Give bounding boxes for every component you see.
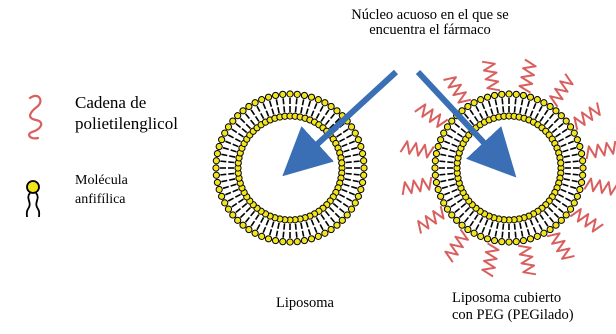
arrow-to-liposome-core	[300, 72, 396, 160]
liposome-label: Liposoma	[276, 296, 334, 311]
peg-chain	[570, 209, 603, 232]
peg-chain	[584, 179, 616, 195]
peg-chain	[444, 77, 471, 102]
legend-peg-label: Cadena de polietilenglicol	[75, 92, 178, 135]
peg-chain	[415, 104, 448, 127]
peg-liposome-line1: Liposoma cubierto	[452, 290, 574, 307]
peg-chain	[482, 243, 498, 276]
aqueous-core-label: Núcleo acuoso en el que se encuentra el …	[300, 8, 560, 38]
liposome	[213, 91, 367, 245]
peg-chain	[403, 177, 432, 195]
peg-chain-icon	[29, 96, 41, 139]
peg-liposome-line2: con PEG (PEGilado)	[452, 307, 574, 324]
legend-peg-line2: polietilenglicol	[75, 113, 178, 134]
peg-chain	[482, 62, 500, 91]
peg-chain	[418, 206, 443, 233]
peg-chain	[518, 246, 536, 275]
peg-chain	[550, 74, 573, 107]
pegylated-liposome-label: Liposoma cubierto con PEG (PEGilado)	[452, 290, 574, 325]
legend-mol-line2: anfifílica	[75, 191, 128, 210]
peg-chain	[520, 60, 536, 93]
peg-chain	[401, 141, 434, 157]
legend-molecule-label: Molécula anfifílica	[75, 172, 128, 210]
peg-chain	[547, 233, 574, 258]
core-label-line2: encuentra el fármaco	[300, 23, 560, 38]
core-label-line1: Núcleo acuoso en el que se	[300, 8, 560, 23]
amphiphilic-molecule-icon	[27, 181, 40, 217]
peg-chain	[587, 141, 616, 159]
peg-chain	[574, 103, 599, 130]
legend-mol-line1: Molécula	[75, 172, 128, 191]
peg-chain	[445, 229, 468, 262]
legend-peg-line1: Cadena de	[75, 92, 178, 113]
